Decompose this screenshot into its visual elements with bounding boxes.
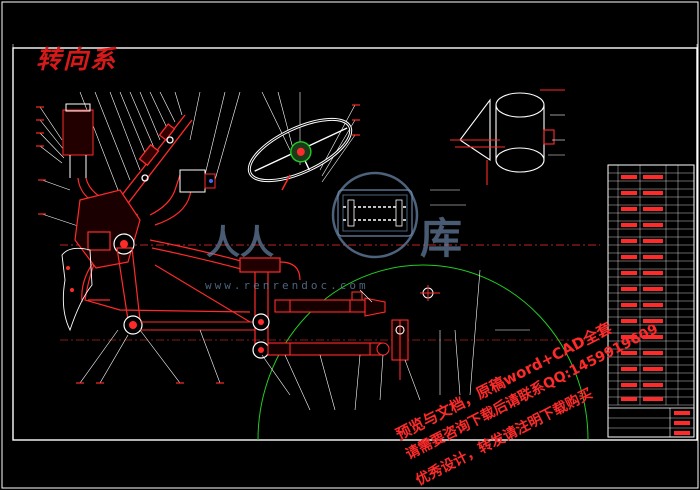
frame-tick-marks [12,44,698,48]
title-block-bottom [607,407,695,438]
small-detail [420,285,440,301]
watermark-logo [331,171,419,259]
tie-rod-upper [274,291,386,317]
tie-rod-lower [267,342,390,356]
power-steering-pump [179,169,216,193]
watermark-logo-text-2: 库 [420,214,463,263]
steering-gear [74,189,141,269]
steering-knuckle [239,257,281,359]
parts-list-rows [608,165,694,406]
right-knuckle [391,319,409,380]
leader-lines-bottom [79,189,530,411]
steering-column [117,114,193,207]
pitman-arm [116,247,143,335]
title-block [607,164,695,438]
wheel-column [281,174,291,191]
bracket-bolts [66,266,74,292]
detail-view-cylinder [450,89,565,185]
oil-reservoir [62,103,94,178]
parts-list-entries [621,175,663,401]
steering-wheel [247,117,353,183]
mounting-bracket [61,247,93,332]
drawing-title: 转向系 [36,45,118,74]
leader-ticks [36,104,360,215]
steering-arc [257,264,589,441]
drawing-frame [12,47,698,441]
watermark-logo-text-1: 人人 [206,223,274,263]
watermark-url: www.renrendoc.com [205,279,369,292]
drag-link [140,264,255,331]
